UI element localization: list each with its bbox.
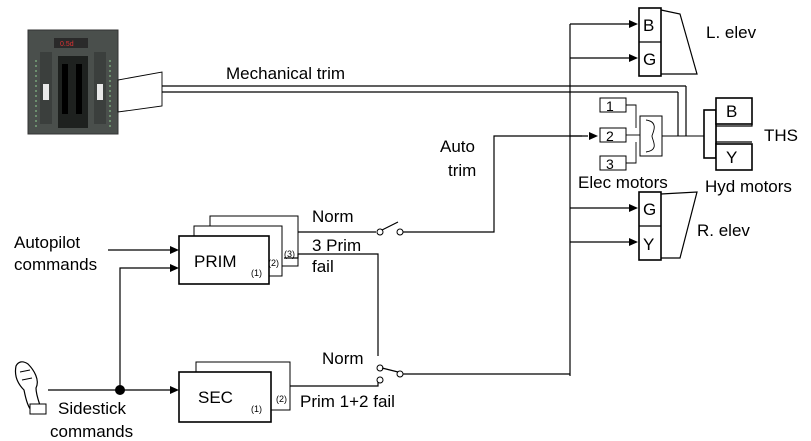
r-elev-label: R. elev xyxy=(697,221,750,240)
r-elev-hyd-y: Y xyxy=(643,235,654,254)
auto-trim-switch xyxy=(376,221,404,236)
prim12-fail-label: Prim 1+2 fail xyxy=(300,392,395,411)
svg-text:0.5d: 0.5d xyxy=(60,41,74,48)
trim-linkage-connector xyxy=(117,71,163,113)
sec-switch xyxy=(376,364,404,384)
trim-wheel-pedestal-photo: 0.5d xyxy=(27,29,119,135)
autopilot-label-2: commands xyxy=(14,255,97,274)
prim-computers: PRIM (1) (2) (3) xyxy=(178,215,299,285)
auto-trim-line xyxy=(400,135,588,233)
svg-text:(2): (2) xyxy=(276,394,287,404)
svg-text:(2): (2) xyxy=(268,258,279,268)
l-elev-label: L. elev xyxy=(706,23,757,42)
sidestick-icon xyxy=(14,361,47,415)
right-elevator-actuator: G Y R. elev xyxy=(638,191,750,261)
prim-label: PRIM xyxy=(194,252,237,271)
elec-motors-label: Elec motors xyxy=(578,173,668,192)
ths-label: THS xyxy=(764,126,798,145)
differential-clutch-icon xyxy=(639,115,708,157)
svg-text:1: 1 xyxy=(606,98,614,114)
sidestick-label-1: Sidestick xyxy=(58,399,127,418)
norm-top-label: Norm xyxy=(312,207,354,226)
three-prim-fail-label-1: 3 Prim xyxy=(312,236,361,255)
ths-hyd-y: Y xyxy=(726,148,737,167)
r-elev-hyd-g: G xyxy=(643,200,656,219)
l-elev-hyd-g: G xyxy=(643,50,656,69)
sec-label: SEC xyxy=(198,388,233,407)
norm-bottom-label: Norm xyxy=(322,349,364,368)
ths-hyd-b: B xyxy=(726,102,737,121)
sec-computers: SEC (1) (2) xyxy=(178,361,291,423)
auto-trim-label-2: trim xyxy=(448,161,476,180)
mechanical-trim-label: Mechanical trim xyxy=(226,64,345,83)
svg-text:2: 2 xyxy=(606,128,614,144)
svg-text:(1): (1) xyxy=(251,268,262,278)
hyd-motors-label: Hyd motors xyxy=(705,177,792,196)
svg-text:(1): (1) xyxy=(251,404,262,414)
left-elevator-actuator: B G L. elev xyxy=(638,7,757,77)
svg-text:(3): (3) xyxy=(284,249,295,259)
autopilot-label-1: Autopilot xyxy=(14,233,80,252)
ths-actuator: B Y THS Hyd motors xyxy=(703,97,798,196)
l-elev-hyd-b: B xyxy=(643,16,654,35)
svg-text:3: 3 xyxy=(606,156,614,172)
elec-motors: 1 2 3 Elec motors xyxy=(578,97,668,192)
auto-trim-label-1: Auto xyxy=(440,137,475,156)
three-prim-fail-label-2: fail xyxy=(312,257,334,276)
sidestick-label-2: commands xyxy=(50,422,133,441)
